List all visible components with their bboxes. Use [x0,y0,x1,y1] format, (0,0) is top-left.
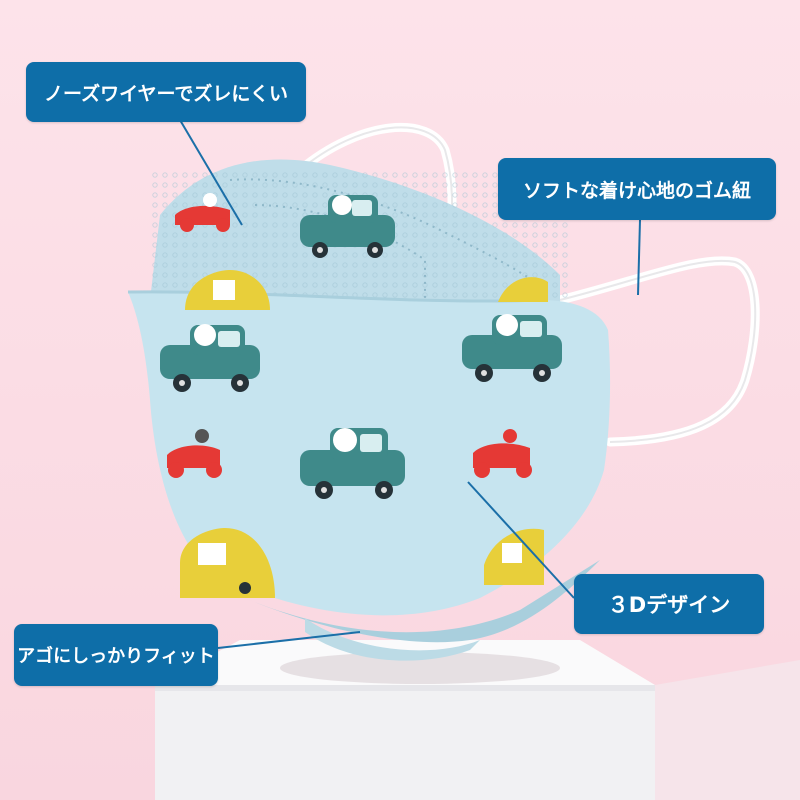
yellow-car-print [484,528,544,585]
car-print [300,195,395,258]
mask-print-pattern [160,193,562,598]
yellow-car-print [498,277,548,302]
scooter-print [473,429,532,478]
leader-lines [179,119,641,649]
scooter-print [175,193,230,232]
yellow-car-print [185,270,270,310]
display-pedestal [155,640,800,800]
callout-3d-design: ３Dデザイン [574,574,764,634]
callout-chin-fit: アゴにしっかりフィット [14,624,218,686]
callout-ear-loop: ソフトな着け心地のゴム紐 [498,158,776,220]
car-print [300,428,405,499]
callout-nose-wire: ノーズワイヤーでズレにくい [26,62,306,122]
scooter-print [167,429,222,478]
yellow-car-print [180,528,275,598]
car-print [160,324,260,392]
car-print [462,314,562,382]
